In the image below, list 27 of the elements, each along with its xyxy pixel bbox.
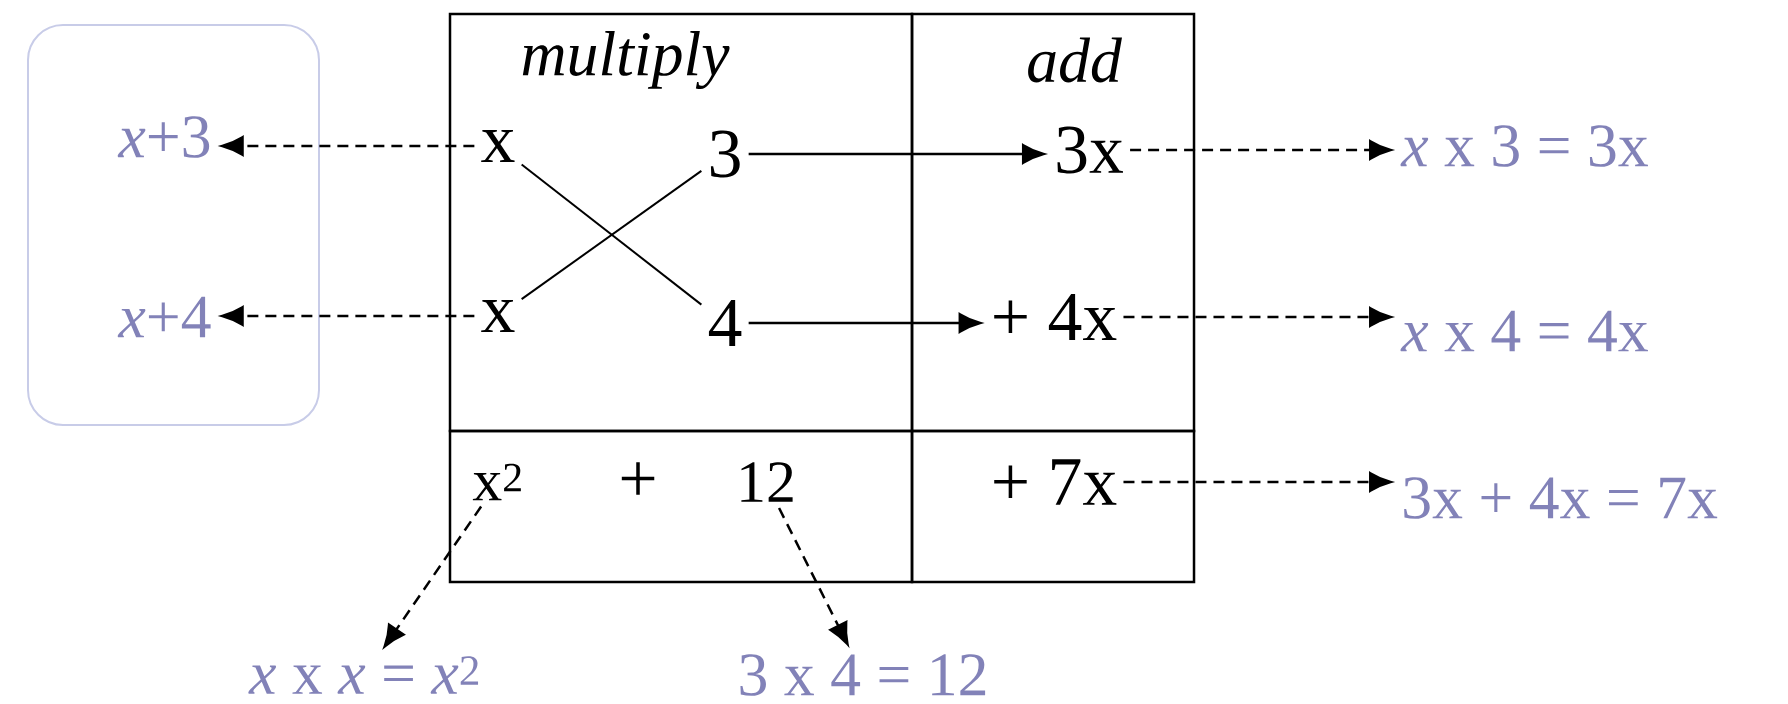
- dashed-arrow: [1130, 140, 1392, 160]
- expression: x+4: [117, 296, 211, 338]
- math-term: x: [481, 300, 515, 332]
- expression: x x 3 = 3x: [1400, 125, 1648, 167]
- math-term: + 7x: [994, 459, 1117, 505]
- expression: 3x + 4x = 7x: [1404, 477, 1718, 519]
- expression: x+3: [117, 116, 210, 158]
- table-cell: [910, 429, 1196, 584]
- dashed-arrow: [777, 507, 849, 646]
- math-term: 3: [710, 130, 740, 178]
- arrow: [748, 313, 982, 333]
- math-term: x: [481, 130, 515, 162]
- arrow: [748, 144, 1045, 164]
- expression: 3 x 4 = 12: [740, 654, 986, 696]
- dashed-arrow: [383, 505, 483, 648]
- rounded-box: [27, 24, 320, 426]
- expression: x x x = x$^{2}$: [248, 656, 479, 694]
- math-term: 12: [741, 462, 793, 502]
- expression: x x 4 = 4x: [1400, 310, 1648, 352]
- math-term: 4: [708, 300, 742, 346]
- dashed-arrow: [1123, 307, 1392, 327]
- math-term: 3x: [1057, 126, 1124, 174]
- math-term: + 4x: [994, 294, 1117, 340]
- dashed-arrow: [1123, 472, 1392, 492]
- dashed-arrow: [221, 136, 475, 156]
- math-term: x$^{2}$: [472, 463, 521, 501]
- dashed-arrow: [221, 306, 475, 326]
